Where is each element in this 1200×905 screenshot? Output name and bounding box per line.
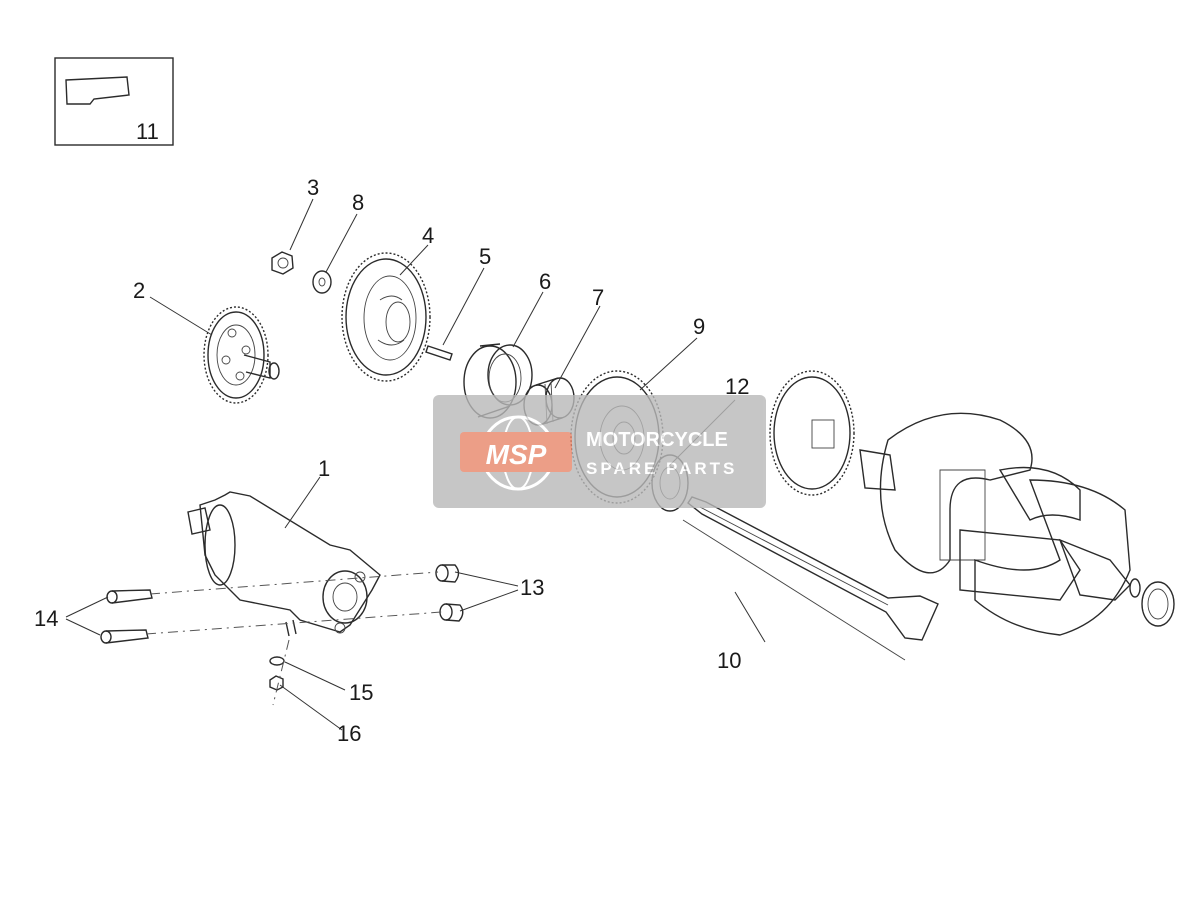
part-1-starter-motor[interactable] bbox=[187, 491, 381, 637]
callout-13: 13 bbox=[520, 575, 544, 600]
callout-labels: 1 2 3 4 5 6 7 8 9 10 11 12 13 14 15 16 bbox=[34, 119, 749, 746]
part-10-shaft[interactable] bbox=[682, 496, 939, 661]
callout-3: 3 bbox=[307, 175, 319, 200]
callout-5: 5 bbox=[479, 244, 491, 269]
watermark: MSP MOTORCYCLE SPARE PARTS bbox=[433, 395, 766, 508]
watermark-logo-badge bbox=[460, 432, 572, 472]
part-5-pin[interactable] bbox=[425, 345, 453, 361]
callout-12: 12 bbox=[725, 374, 749, 399]
watermark-line-2: SPARE PARTS bbox=[586, 459, 737, 478]
callout-2: 2 bbox=[133, 278, 145, 303]
callout-6: 6 bbox=[539, 269, 551, 294]
callout-14: 14 bbox=[34, 606, 58, 631]
part-2-gear[interactable] bbox=[203, 306, 280, 404]
crankshaft bbox=[859, 412, 1141, 636]
assembly-lines bbox=[145, 571, 443, 706]
part-14-bolts[interactable] bbox=[100, 589, 153, 644]
watermark-logo: MSP bbox=[486, 439, 547, 470]
secondary-gear bbox=[769, 370, 855, 496]
part-8-washer[interactable] bbox=[312, 270, 332, 294]
part-4-gear[interactable] bbox=[341, 252, 431, 382]
callout-9: 9 bbox=[693, 314, 705, 339]
callout-8: 8 bbox=[352, 190, 364, 215]
crankshaft-nut bbox=[1141, 581, 1175, 627]
part-16-nut[interactable] bbox=[269, 675, 284, 691]
callout-10: 10 bbox=[717, 648, 741, 673]
part-11-box[interactable] bbox=[54, 57, 174, 146]
callout-1: 1 bbox=[318, 456, 330, 481]
callout-4: 4 bbox=[422, 223, 434, 248]
part-15-washer[interactable] bbox=[269, 656, 285, 666]
callout-11: 11 bbox=[136, 119, 159, 144]
callout-16: 16 bbox=[337, 721, 361, 746]
watermark-line-1: MOTORCYCLE bbox=[586, 429, 728, 451]
callout-7: 7 bbox=[592, 285, 604, 310]
part-3-nut[interactable] bbox=[271, 251, 294, 275]
watermark-panel bbox=[433, 395, 766, 508]
callout-15: 15 bbox=[349, 680, 373, 705]
